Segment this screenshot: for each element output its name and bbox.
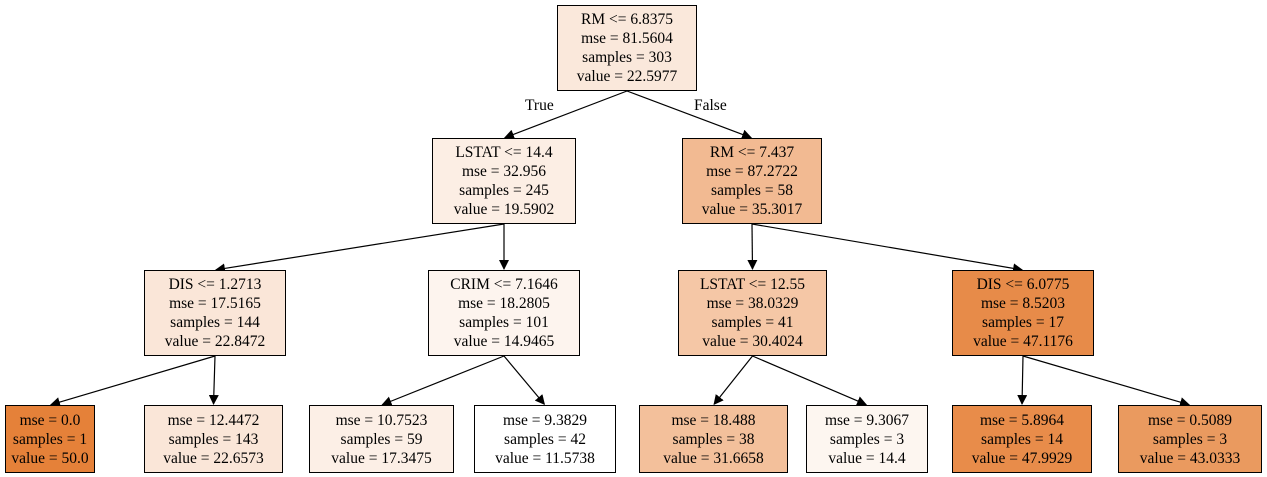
edge-n5-n12 [752, 355, 867, 406]
node-line: value = 19.5902 [453, 201, 555, 218]
node-line: value = 47.9929 [971, 449, 1073, 467]
node-line: mse = 0.5089 [1147, 411, 1233, 429]
tree-node-n2: RM <= 7.437 mse = 87.2722 samples = 58 valu… [682, 138, 822, 224]
edge-n6-n13 [1017, 355, 1028, 406]
node-line: mse = 18.2805 [458, 295, 550, 312]
node-line: samples = 58 [711, 182, 793, 199]
node-line: samples = 42 [504, 430, 586, 448]
node-line: value = 22.6573 [163, 449, 264, 467]
node-line: value = 14.4 [828, 449, 906, 467]
node-line: samples = 3 [829, 430, 905, 448]
tree-node-n6: DIS <= 6.0775 mse = 8.5203 samples = 17 val… [952, 270, 1094, 356]
edge-n4-n9 [381, 355, 505, 406]
node-line: samples = 1 [12, 430, 88, 448]
tree-node-n3: DIS <= 1.2713 mse = 17.5165 samples = 144 v… [144, 270, 286, 356]
node-line: samples = 143 [168, 430, 259, 448]
node-line: value = 17.3475 [331, 449, 432, 467]
node-line: samples = 59 [340, 430, 423, 448]
node-line: mse = 12.4472 [167, 411, 260, 429]
node-line: RM <= 6.8375 [581, 11, 673, 28]
node-line: samples = 101 [459, 314, 549, 331]
edge-n4-n10 [503, 355, 545, 405]
node-line: value = 43.0333 [1139, 449, 1241, 467]
tree-node-root: RM <= 6.8375 mse = 81.5604 samples = 303 va… [557, 5, 697, 91]
node-line: value = 31.6658 [663, 449, 764, 467]
node-line: mse = 0.0 [19, 411, 81, 429]
edge-root-n1 [503, 90, 628, 140]
node-line: mse = 9.3067 [824, 411, 910, 429]
node-line: mse = 17.5165 [169, 295, 261, 312]
edge-n5-n11 [713, 355, 753, 406]
edge-n2-n6 [751, 223, 1023, 274]
node-line: mse = 5.8964 [979, 411, 1065, 429]
node-line: mse = 9.3829 [502, 411, 588, 429]
node-line: mse = 38.0329 [706, 295, 799, 312]
node-line: samples = 3 [1152, 430, 1228, 448]
node-line: LSTAT <= 12.55 [699, 276, 806, 293]
node-line: RM <= 7.437 [709, 144, 795, 161]
node-line: value = 14.9465 [453, 333, 555, 350]
node-line: samples = 245 [459, 182, 549, 199]
tree-node-n5: LSTAT <= 12.55 mse = 38.0329 samples = 41 v… [678, 270, 827, 356]
node-line: samples = 38 [672, 430, 755, 448]
node-line: value = 35.3017 [701, 201, 803, 218]
node-line: value = 50.0 [11, 449, 89, 467]
edge-n3-n8 [208, 355, 219, 405]
edge-label-false: False [694, 97, 727, 114]
node-line: CRIM <= 7.1646 [450, 276, 558, 293]
node-line: samples = 14 [981, 430, 1063, 448]
node-line: mse = 8.5203 [980, 295, 1066, 312]
node-line: samples = 17 [982, 314, 1064, 331]
tree-node-n4: CRIM <= 7.1646 mse = 18.2805 samples = 101… [428, 270, 580, 356]
node-line: LSTAT <= 14.4 [455, 144, 553, 161]
node-line: samples = 303 [582, 49, 672, 66]
node-line: value = 47.1176 [973, 333, 1073, 350]
node-line: DIS <= 1.2713 [168, 276, 262, 293]
node-line: mse = 87.2722 [706, 163, 798, 180]
node-line: mse = 32.956 [461, 163, 547, 180]
edge-n6-n14 [1022, 355, 1190, 407]
node-line: value = 22.8472 [164, 333, 266, 350]
node-line: samples = 144 [170, 314, 260, 331]
node-line: value = 22.5977 [576, 68, 678, 85]
node-line: DIS <= 6.0775 [976, 276, 1070, 293]
node-line: value = 30.4024 [702, 333, 803, 350]
node-line: mse = 18.488 [671, 411, 756, 429]
edge-n1-n3 [214, 223, 505, 274]
edge-n3-n7 [49, 355, 216, 407]
edge-label-true: True [525, 97, 554, 114]
edge-root-n2 [626, 90, 752, 140]
node-line: value = 11.5738 [495, 449, 595, 467]
node-line: mse = 10.7523 [335, 411, 428, 429]
node-line: mse = 81.5604 [581, 30, 673, 47]
tree-node-n1: LSTAT <= 14.4 mse = 32.956 samples = 245 va… [432, 138, 576, 224]
node-line: samples = 41 [711, 314, 794, 331]
